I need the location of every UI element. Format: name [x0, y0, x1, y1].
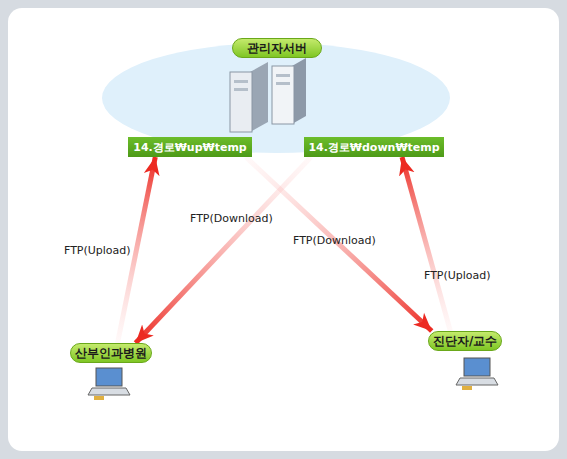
server-label: 관리자서버 [232, 38, 322, 58]
protocol-label: FTP(Download) [190, 212, 273, 225]
site-label: 산부인과병원 [70, 343, 152, 363]
laptop-icon [88, 368, 130, 400]
node-text: 진단자/교수 [429, 333, 501, 350]
laptop-cable [94, 396, 104, 400]
node-text: 관리자서버 [243, 40, 311, 57]
protocol-label: FTP(Upload) [424, 269, 491, 282]
server-front [230, 72, 252, 132]
ftp-arrow [136, 157, 311, 343]
ftp-arrow [402, 157, 450, 331]
server-front [272, 66, 294, 124]
server-slot [234, 80, 248, 83]
protocol-label: FTP(Download) [293, 234, 376, 247]
laptop-icon [456, 358, 498, 390]
server-slot [234, 88, 248, 91]
folder-box: 14.경로₩up₩temp [128, 137, 252, 157]
site-label: 진단자/교수 [428, 331, 502, 351]
server-slot [276, 82, 290, 85]
node-text: 산부인과병원 [71, 345, 151, 362]
folder-box: 14.경로₩down₩temp [304, 137, 444, 157]
server-side [250, 62, 268, 132]
laptop-screen [96, 368, 122, 386]
node-text: 14.경로₩up₩temp [129, 140, 251, 155]
server-slot [276, 74, 290, 77]
laptop-base [88, 388, 130, 395]
laptop-screen [464, 358, 490, 376]
node-text: 14.경로₩down₩temp [304, 140, 443, 155]
laptop-cable [462, 386, 472, 390]
protocol-label: FTP(Upload) [64, 244, 131, 257]
ftp-arrow [246, 157, 432, 331]
frame-inner [8, 8, 559, 451]
laptop-base [456, 378, 498, 385]
server-icon [230, 58, 306, 132]
